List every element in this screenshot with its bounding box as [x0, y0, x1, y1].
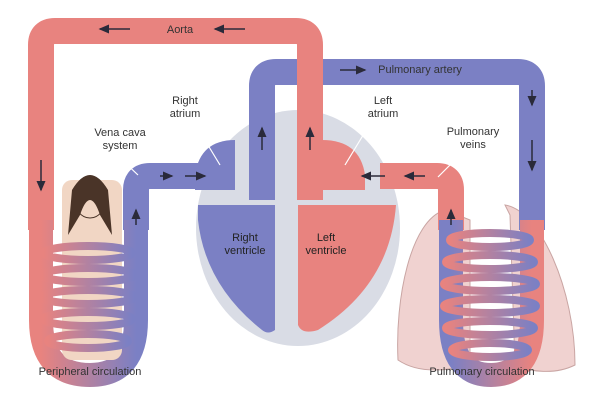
leader-lines: [119, 131, 456, 178]
flow-arrows: [36, 24, 537, 225]
peripheral-capillaries: [29, 175, 148, 388]
label-pulmonary-artery: Pulmonary artery: [378, 64, 462, 76]
left-atrium: [322, 140, 365, 190]
label-pulmonary-circulation: Pulmonary circulation: [429, 366, 535, 378]
right-ventricle: [198, 205, 275, 333]
vena-cava-vessel: [123, 163, 215, 230]
right-atrium: [195, 140, 235, 190]
pulmonary-veins-vessel: [380, 163, 464, 230]
left-ventricle: [298, 205, 396, 332]
label-peripheral-circulation: Peripheral circulation: [38, 366, 142, 378]
aorta-vessel: [28, 18, 323, 230]
pulmonary-artery-vessel: [249, 59, 545, 230]
label-aorta: Aorta: [166, 24, 194, 36]
pulmonary-capillaries: [439, 220, 544, 388]
